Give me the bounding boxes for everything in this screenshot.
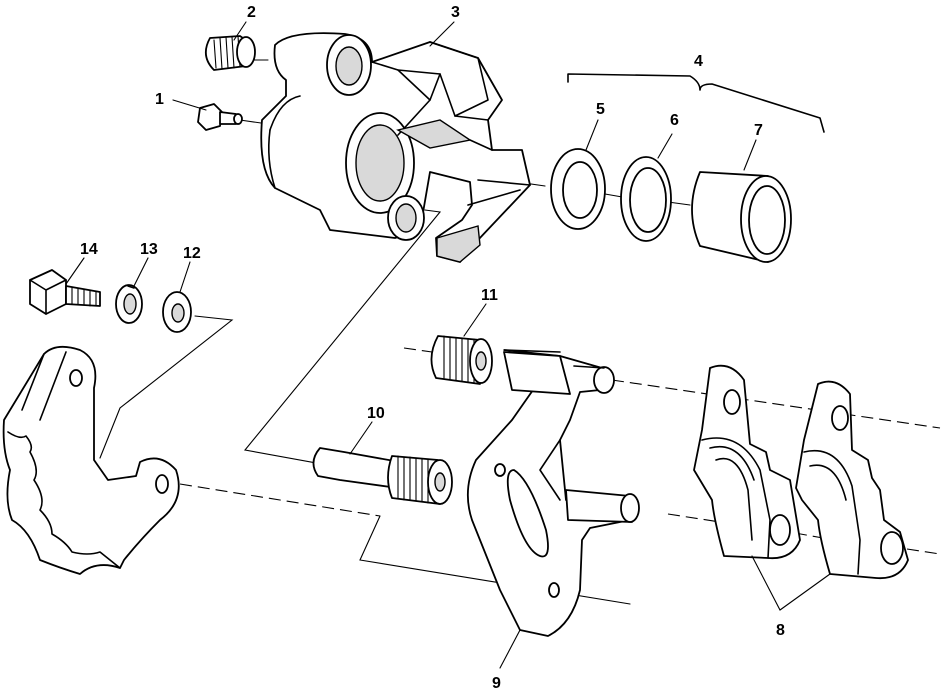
steering-knuckle <box>2 345 180 575</box>
slide-pin-boot-part-11 <box>430 335 493 385</box>
callout-4: 4 <box>694 53 703 70</box>
callout-12: 12 <box>183 245 201 262</box>
callout-13: 13 <box>140 241 158 258</box>
piston-part-7 <box>691 171 792 263</box>
callout-labels: 1 2 3 4 5 6 7 8 9 10 11 12 13 14 <box>80 4 785 688</box>
lock-washer-part-13 <box>115 284 143 324</box>
bleeder-plug-part-2 <box>204 35 256 71</box>
piston-seal-part-5 <box>550 148 606 230</box>
caliper-body-part-3 <box>260 32 531 263</box>
callout-7: 7 <box>754 122 763 139</box>
dust-seal-part-6 <box>620 156 672 242</box>
callout-14: 14 <box>80 241 98 258</box>
slide-pin-part-10 <box>312 447 453 505</box>
brake-pad-rear-part-8 <box>795 380 909 580</box>
callout-5: 5 <box>596 101 605 118</box>
bleeder-screw-part-1 <box>197 103 243 131</box>
brake-pad-front-part-8 <box>693 364 801 560</box>
bolt-part-14 <box>29 269 101 315</box>
seal-kit-bracket-part-4 <box>567 73 825 133</box>
mounting-bracket-part-9 <box>466 349 640 637</box>
callout-10: 10 <box>367 405 385 422</box>
callout-3: 3 <box>451 4 460 21</box>
callout-1: 1 <box>155 91 164 108</box>
callout-2: 2 <box>247 4 256 21</box>
leader-lines <box>65 21 831 669</box>
callout-9: 9 <box>492 675 501 688</box>
washer-part-12 <box>162 291 192 333</box>
callout-8: 8 <box>776 622 785 639</box>
callout-11: 11 <box>481 287 498 304</box>
callout-6: 6 <box>670 112 679 129</box>
